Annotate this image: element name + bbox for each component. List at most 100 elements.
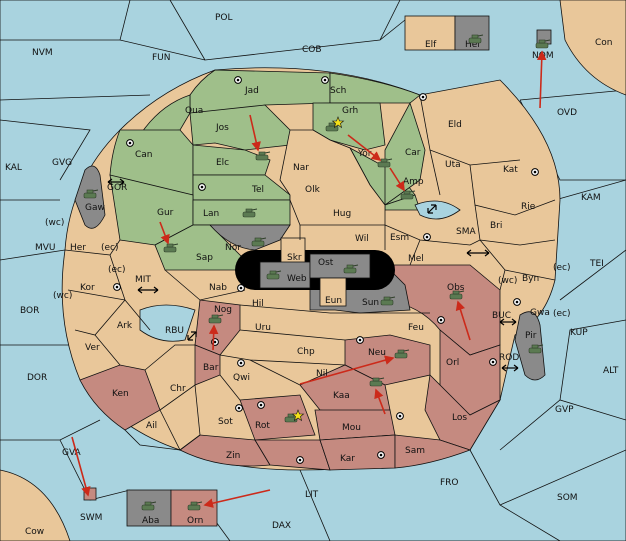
province-skr[interactable] [280,237,306,265]
label-dor: DOR [27,373,47,383]
units [83,34,551,511]
label-nvm: NVM [32,48,53,58]
order-arrow [347,134,382,161]
double-arrow-icon [501,364,519,372]
supply-center-icon [513,298,521,306]
label-swm: SWM [80,513,102,523]
supply-centers [113,76,539,464]
province-ken[interactable] [79,364,161,431]
supply-center-icon [198,183,206,191]
tank-icon[interactable] [394,349,410,359]
label-esm: Esm [390,233,409,243]
label-nar: Nar [293,163,309,173]
label-can: Can [135,150,153,160]
tank-icon[interactable] [528,344,544,354]
tank-icon[interactable] [266,270,282,280]
star-icon [331,116,345,129]
double-arrow-icon [427,204,437,214]
label-pir: Pir [525,331,537,341]
label-ail: Ail [146,421,157,431]
province-nor[interactable] [209,224,291,251]
label-cob: COB [302,45,322,55]
tank-icon[interactable] [242,208,258,218]
coast-label-byn-ec: (ec) [553,263,571,273]
province-jos[interactable] [189,104,291,151]
box-hel[interactable] [454,15,490,51]
label-mou: Mou [342,423,361,433]
province-eun[interactable] [319,277,347,307]
order-arrow [249,114,261,152]
coast-label-kor-ec: (ec) [108,265,126,275]
label-wil: Wil [355,234,369,244]
label-aba: Aba [142,516,159,526]
label-sot: Sot [218,417,233,427]
label-dax: DAX [272,521,291,531]
supply-center-icon [321,76,329,84]
label-orn: Orn [187,516,203,526]
tank-icon[interactable] [535,39,551,49]
label-rie: Rie [521,202,536,212]
tank-icon[interactable] [208,314,224,324]
label-hil: Hil [252,299,264,309]
label-chp: Chp [297,347,315,357]
label-gur: Gur [157,208,174,218]
tank-icon[interactable] [400,190,416,200]
label-sma: SMA [456,227,476,237]
label-nom: NOM [532,51,554,61]
supply-center-icon [113,283,121,291]
label-kam: KAM [581,193,601,203]
label-uta: Uta [445,160,461,170]
label-nab: Nab [209,283,227,293]
order-arrow [203,489,271,508]
label-neu: Neu [368,348,386,358]
tank-icon[interactable] [255,151,271,161]
label-rod: ROD [499,353,519,363]
sea-labels: POL NVM FUN COB KAL GVG GOR MVU MIT BOR … [5,13,619,537]
order-arrow [455,300,471,341]
supply-center-icon [235,404,243,412]
label-kat: Kat [503,165,518,175]
tank-icon[interactable] [468,34,484,44]
order-arrows [71,50,547,508]
supply-center-icon [531,168,539,176]
tank-icon[interactable] [380,296,396,306]
tank-icon[interactable] [163,243,179,253]
province-sch[interactable] [329,72,421,104]
double-arrow-icon [187,331,197,341]
label-qua: Qua [185,106,203,116]
label-car: Car [405,148,421,158]
label-gor: GOR [107,183,127,193]
coast-label-gwa-ec: (ec) [553,309,571,319]
tank-icon[interactable] [83,189,99,199]
label-mit: MIT [135,275,151,285]
province-jad[interactable] [189,69,331,116]
tank-icon[interactable] [251,237,267,247]
province-ost[interactable] [309,253,371,279]
tank-icon[interactable] [377,158,393,168]
province-elc[interactable] [192,144,271,176]
order-arrow [536,50,547,109]
label-hug: Hug [333,209,351,219]
tank-icon[interactable] [187,501,203,511]
province-sam[interactable] [394,434,472,469]
label-jad: Jad [244,86,259,96]
label-sap: Sap [196,253,213,263]
label-nor: Nor [225,243,241,253]
label-byn: Byn [522,274,539,284]
tank-icon[interactable] [343,264,359,274]
supply-center-icon [437,316,445,324]
tank-icon[interactable] [141,501,157,511]
label-ovd: OVD [557,108,577,118]
order-arrow [374,388,386,415]
tank-icon[interactable] [449,290,465,300]
supply-center-icon [396,412,404,420]
province-nar-olk-hug[interactable] [279,129,386,226]
order-arrow [159,221,170,245]
coast-label-kor-wc: (wc) [53,291,72,301]
province-pir[interactable] [514,311,546,381]
label-chr: Chr [170,384,186,394]
order-arrow [208,324,219,351]
tank-icon[interactable] [369,377,385,387]
label-rbu: RBU [165,326,184,336]
box-elf[interactable] [404,15,456,51]
